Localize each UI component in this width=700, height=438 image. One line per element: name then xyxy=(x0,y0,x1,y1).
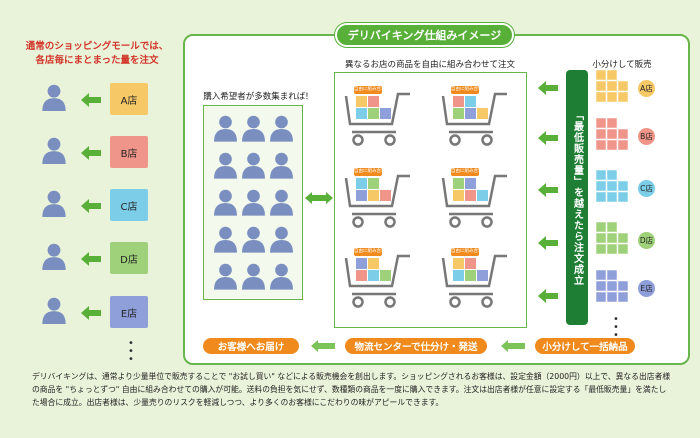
cart-tag: 自由に組み合わせ xyxy=(451,249,479,254)
buyer-person-icon xyxy=(214,263,237,290)
buyer-person-icon xyxy=(242,189,265,216)
buyer-person-icon xyxy=(242,115,265,142)
product-grid-icon xyxy=(595,69,630,108)
left-arrow-icon xyxy=(537,235,559,254)
store-badge: C店 xyxy=(638,180,655,197)
minimum-sales-bar: 「最低販売量」を越えたら注文成立 xyxy=(566,70,588,325)
sell-label: 小分けして販売 xyxy=(592,60,652,70)
shopping-cart-icon xyxy=(340,242,420,318)
left-arrow-icon xyxy=(80,198,102,217)
double-arrow-icon xyxy=(305,192,333,204)
left-arrow-icon xyxy=(537,288,559,307)
store-box: C店 xyxy=(110,189,148,221)
store-box: A店 xyxy=(110,83,148,115)
left-arrow-icon xyxy=(80,251,102,270)
store-row: B店 xyxy=(0,136,180,170)
buyer-person-icon xyxy=(270,152,293,179)
carts-label: 異なるお店の商品を自由に組み合わせて注文 xyxy=(344,60,515,70)
product-grid-icon xyxy=(595,169,630,208)
person-icon xyxy=(42,83,66,115)
buyers-label: 購入希望者が多数集まれば! xyxy=(203,92,309,102)
buyer-person-icon xyxy=(214,152,237,179)
product-grid-icon xyxy=(595,117,630,156)
shopping-cart-icon xyxy=(340,80,420,156)
person-icon xyxy=(42,136,66,168)
left-arrow-icon xyxy=(80,305,102,324)
store-row: D店 xyxy=(0,242,180,276)
cart-tag: 自由に組み合わせ xyxy=(354,87,382,92)
buyer-person-icon xyxy=(214,115,237,142)
buyer-person-icon xyxy=(270,263,293,290)
left-arrow-icon xyxy=(501,340,525,352)
cart-tag: 自由に組み合わせ xyxy=(354,169,382,174)
person-icon xyxy=(42,189,66,221)
cart-tag: 自由に組み合わせ xyxy=(451,87,479,92)
left-heading-line-1: 通常のショッピングモールでは、 xyxy=(25,41,169,52)
cart-tag: 自由に組み合わせ xyxy=(354,249,382,254)
shopping-cart-icon xyxy=(340,162,420,238)
store-badge: B店 xyxy=(638,128,655,145)
store-box: B店 xyxy=(110,136,148,168)
buyer-person-icon xyxy=(242,263,265,290)
store-row: C店 xyxy=(0,189,180,223)
description-text: デリバイキングは、通常より少量単位で販売することで "お試し買い" などによる販… xyxy=(32,372,671,407)
diagram-title: デリバイキング仕組みイメージ xyxy=(335,23,514,47)
person-icon xyxy=(42,296,66,328)
left-arrow-icon xyxy=(537,80,559,99)
logistics-center-pill: 物流センターで仕分け・発送 xyxy=(345,338,487,354)
store-badge: E店 xyxy=(638,280,655,297)
left-heading: 通常のショッピングモールでは、 各店毎にまとまった量を注文 xyxy=(14,40,180,68)
buyers-people-icons xyxy=(214,115,293,290)
bulk-delivery-pill: 小分けして一括納品 xyxy=(535,338,635,354)
left-arrow-icon xyxy=(80,145,102,164)
shopping-cart-icon xyxy=(437,80,517,156)
store-badge: A店 xyxy=(638,80,655,97)
buyer-person-icon xyxy=(214,226,237,253)
buyer-person-icon xyxy=(270,189,293,216)
shopping-cart-icon xyxy=(437,242,517,318)
buyer-person-icon xyxy=(242,226,265,253)
cart-tag: 自由に組み合わせ xyxy=(451,169,479,174)
left-arrow-icon xyxy=(311,340,335,352)
left-arrow-icon xyxy=(80,92,102,111)
buyer-person-icon xyxy=(242,152,265,179)
buyers-group xyxy=(203,105,303,300)
more-sellers-dots: ••• xyxy=(613,314,619,341)
more-stores-dots: ••• xyxy=(128,338,134,365)
store-box: D店 xyxy=(110,242,148,274)
shopping-cart-icon xyxy=(437,162,517,238)
left-heading-line-2: 各店毎にまとまった量を注文 xyxy=(35,55,159,66)
product-grid-icon xyxy=(595,269,630,308)
buyer-person-icon xyxy=(270,115,293,142)
buyer-person-icon xyxy=(214,189,237,216)
deliver-to-customer-pill: お客様へお届け xyxy=(203,338,299,354)
left-arrow-icon xyxy=(537,182,559,201)
store-box: E店 xyxy=(110,296,148,328)
store-row: A店 xyxy=(0,83,180,117)
store-badge: D店 xyxy=(638,232,655,249)
product-grid-icon xyxy=(595,221,630,260)
store-row: E店 xyxy=(0,296,180,330)
buyer-person-icon xyxy=(270,226,293,253)
left-arrow-icon xyxy=(537,130,559,149)
person-icon xyxy=(42,242,66,274)
